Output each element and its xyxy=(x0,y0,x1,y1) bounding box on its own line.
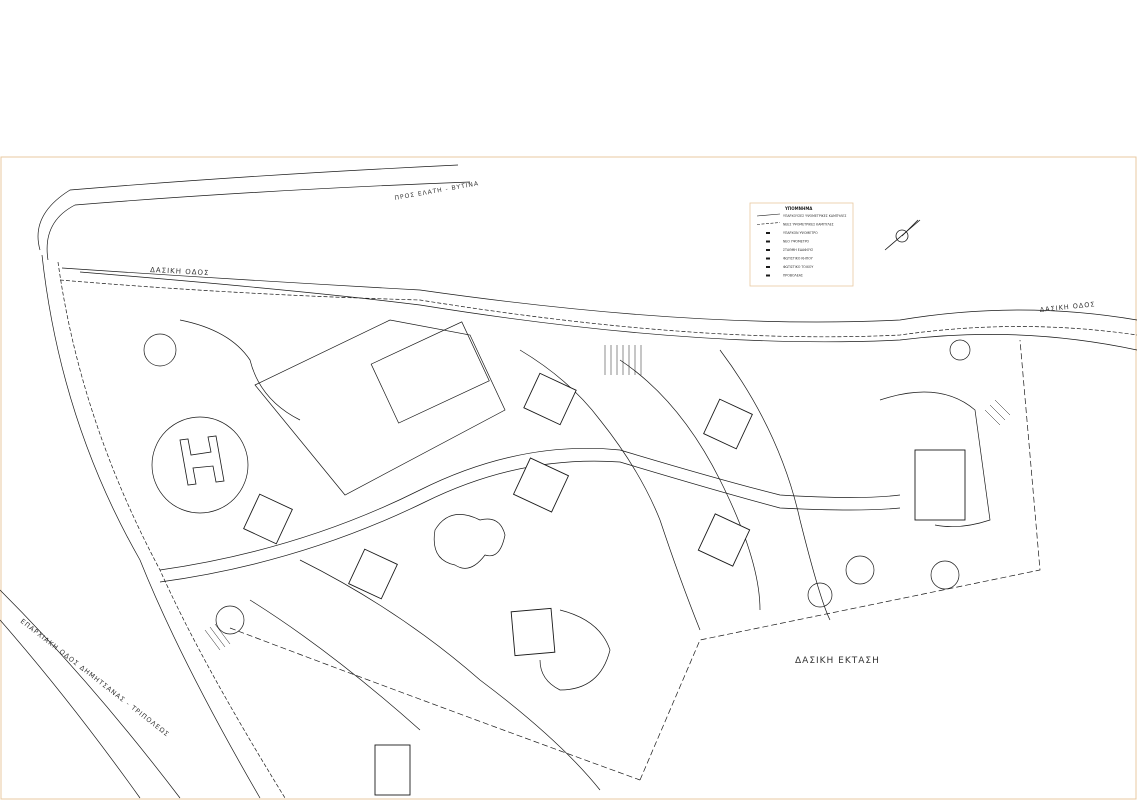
stairs xyxy=(984,399,1011,426)
internal-road-1 xyxy=(159,448,901,571)
villa-footprint xyxy=(348,548,398,600)
internal-road-2 xyxy=(159,460,901,583)
contour-line xyxy=(719,349,831,621)
helipad-circle xyxy=(151,416,249,514)
legend: ΥΠΟΜΝΗΜΑ ΥΠΑΡΧΟΥΣΕΣ ΥΨΟΜΕΤΡΙΚΕΣ ΚΑΜΠΥΛΕΣ… xyxy=(749,202,854,287)
legend-item-label: ΥΠΑΡΧΟΝ ΥΨΟΜΕΤΡΟ xyxy=(783,231,818,235)
villa-footprint xyxy=(697,513,751,567)
main-building-footprint xyxy=(914,449,966,521)
sheet-frame xyxy=(0,156,1137,800)
villa-footprint xyxy=(243,493,293,545)
provincial-road-edge-2 xyxy=(0,619,141,799)
legend-item-label: ΦΩΤΙΣΤΙΚΟ ΤΟΙΧΟΥ xyxy=(783,265,813,269)
left-road-edge-2 xyxy=(57,261,286,799)
helipad-h-icon xyxy=(179,435,225,486)
villa-footprint xyxy=(523,372,577,426)
tree xyxy=(807,582,833,608)
legend-item-label: ΠΡΟΒΟΛΕΑΣ xyxy=(783,274,803,278)
south-building-curve xyxy=(539,609,611,691)
gatehouse-footprint xyxy=(374,744,411,796)
existing-contour-line-icon xyxy=(756,213,781,217)
contour-line xyxy=(299,559,601,791)
provincial-road-edge-1 xyxy=(0,589,181,799)
legend-item-label: ΦΩΤΙΣΤΙΚΟ ΚΗΠΟΥ xyxy=(783,257,813,261)
legend-item-label: ΝΕΕΣ ΥΨΟΜΕΤΡΙΚΕΣ ΚΑΜΠΥΛΕΣ xyxy=(783,223,834,227)
contour-line xyxy=(249,599,421,731)
legend-title: ΥΠΟΜΝΗΜΑ xyxy=(784,206,813,211)
tennis-court xyxy=(370,321,490,424)
legend-item-label: ΝΕΟ ΥΨΟΜΕΤΡΟ xyxy=(783,240,810,244)
contour-line xyxy=(519,349,701,631)
villa-footprint xyxy=(510,607,556,657)
legend-item-label: ΥΠΑΡΧΟΥΣΕΣ ΥΨΟΜΕΤΡΙΚΕΣ ΚΑΜΠΥΛΕΣ xyxy=(783,214,846,218)
forest-road-edge-2 xyxy=(59,279,1137,338)
site-boundary-top xyxy=(79,271,1137,351)
tree xyxy=(215,605,245,635)
villa-footprint xyxy=(512,457,570,513)
main-building-curve xyxy=(879,391,991,527)
stairs xyxy=(204,623,231,651)
contour-line xyxy=(179,319,301,421)
site-boundary-bottom xyxy=(229,339,1041,781)
forest-road-edge-1 xyxy=(61,267,1137,323)
top-road-outer-edge xyxy=(37,164,459,251)
tree xyxy=(845,555,875,585)
forest-area-label: ΔΑΣΙΚΗ ΕΚΤΑΣΗ xyxy=(795,656,880,666)
top-road-inner-edge xyxy=(46,181,471,261)
tree xyxy=(143,333,177,367)
contour-line xyxy=(619,359,761,611)
tennis-court-area xyxy=(254,319,506,496)
new-contour-line-icon xyxy=(756,222,781,225)
stairs xyxy=(604,345,642,375)
villa-footprint xyxy=(703,398,753,450)
forest-road-label-left: ΔΑΣΙΚΗ ΟΔΟΣ xyxy=(150,266,210,277)
legend-item-label: ΣΤΑΘΜΗ ΕΔΑΦΟΥΣ xyxy=(783,248,813,252)
north-arrow-icon xyxy=(884,219,921,251)
tree xyxy=(930,560,960,590)
left-road-edge-1 xyxy=(41,254,261,799)
tree xyxy=(949,339,971,361)
swimming-pool xyxy=(433,514,506,569)
